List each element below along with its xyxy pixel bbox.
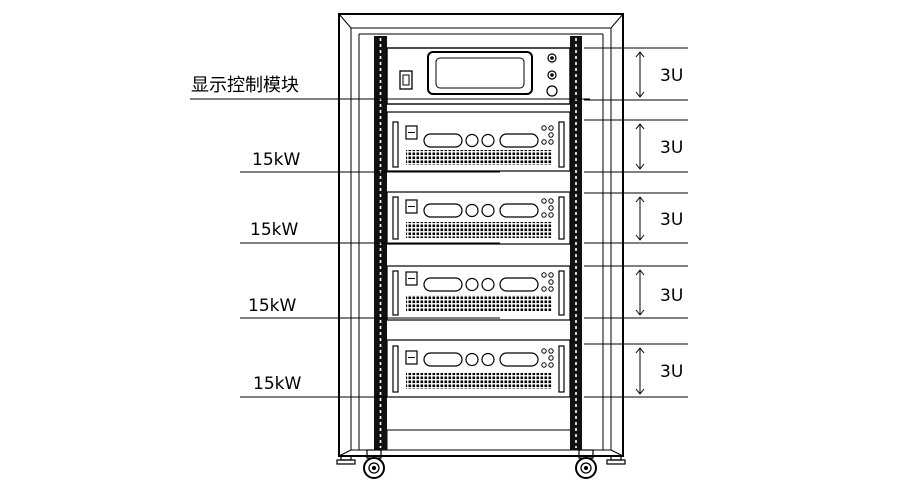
- leveling-foot: [336, 455, 356, 465]
- height-label: 3U: [660, 138, 684, 158]
- right-mounting-rail: [570, 36, 582, 450]
- power-module: [386, 191, 571, 245]
- power-module: [386, 265, 571, 321]
- height-dimension-lines: [584, 47, 688, 398]
- caster-wheel: [575, 449, 597, 479]
- height-label: 3U: [660, 362, 684, 382]
- caster-wheel: [363, 449, 385, 479]
- module-power-label: 15kW: [248, 296, 297, 316]
- display-control-module: [386, 47, 571, 105]
- control-module-label: 显示控制模块: [191, 75, 299, 96]
- module-power-label: 15kW: [250, 220, 299, 240]
- left-leader-lines: [190, 98, 590, 398]
- leveling-foot: [606, 455, 626, 465]
- power-module: [386, 111, 571, 172]
- height-label: 3U: [660, 66, 684, 86]
- height-label: 3U: [660, 210, 684, 230]
- height-label: 3U: [660, 286, 684, 306]
- power-module: [386, 339, 571, 398]
- module-power-label: 15kW: [253, 374, 302, 394]
- module-power-label: 15kW: [252, 150, 301, 170]
